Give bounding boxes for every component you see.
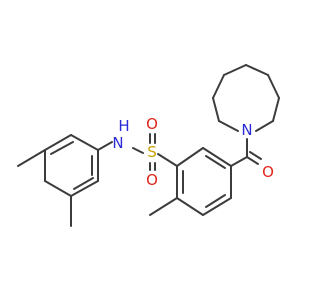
sulfonyl-oxygen-bottom-label: O bbox=[146, 171, 158, 189]
sulfur-label: S bbox=[147, 143, 157, 161]
sulfonyl-group bbox=[132, 133, 178, 171]
ring-methyl-bond bbox=[149, 197, 178, 216]
sulfonamide-nitrogen-label: N bbox=[112, 134, 123, 152]
para-methyl-bond bbox=[17, 149, 46, 167]
central-benzene-ring bbox=[176, 147, 232, 216]
molecule-canvas: N O S O O N H bbox=[17, 64, 280, 227]
dimethylphenyl-ring bbox=[44, 134, 99, 197]
sulfonamide-aryl-bond bbox=[97, 141, 113, 151]
molecule-structure: N O S O O N H bbox=[17, 64, 280, 227]
sulfonamide-hydrogen-label: H bbox=[118, 117, 129, 135]
amide-nitrogen-label: N bbox=[241, 121, 252, 139]
sulfonyl-oxygen-top-label: O bbox=[146, 115, 158, 133]
carbonyl-oxygen-label: O bbox=[262, 163, 274, 181]
azepane-ring bbox=[212, 64, 280, 132]
amide-group bbox=[230, 138, 262, 167]
